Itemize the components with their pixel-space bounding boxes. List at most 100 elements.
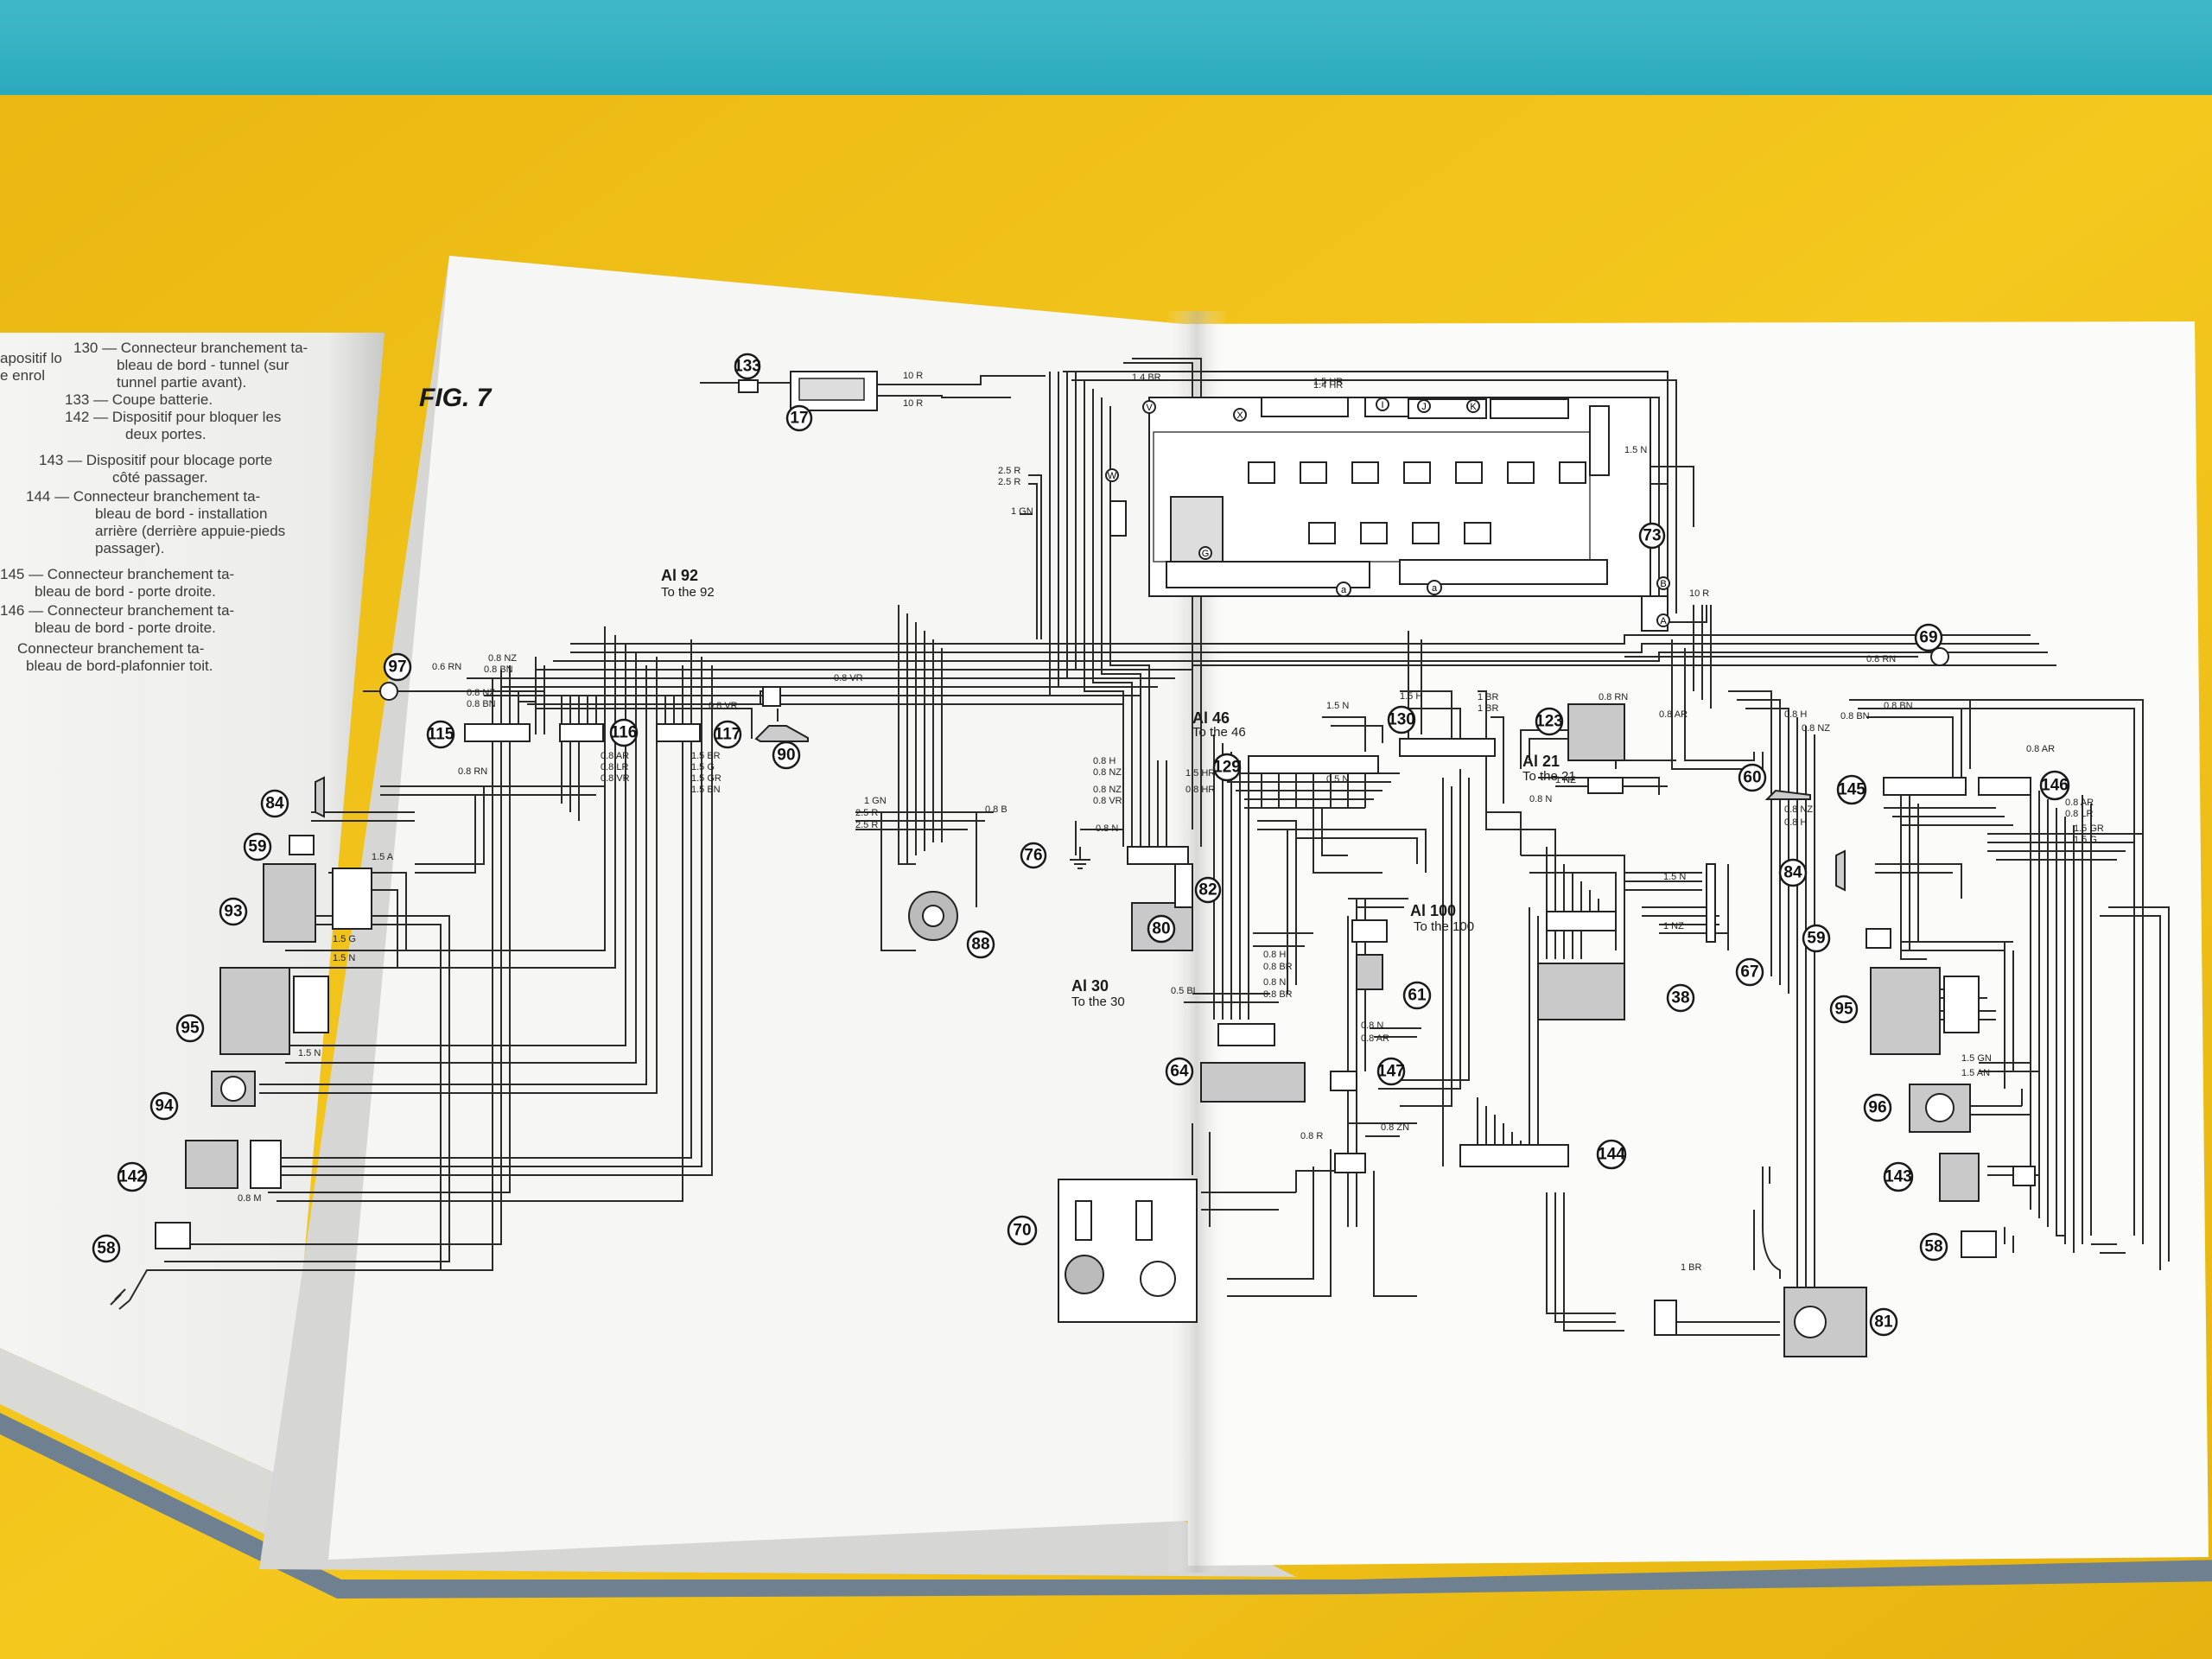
node: 61 [1402, 981, 1432, 1010]
wire [1624, 872, 1728, 934]
letter-v: V [1146, 403, 1153, 413]
ref-sub: To the 100 [1414, 919, 1474, 934]
component-84-right [1835, 849, 1846, 892]
node: 81 [1869, 1307, 1898, 1337]
wire-label: 0.8 RN [1866, 654, 1896, 664]
legend-line: Connecteur branchement ta- [17, 640, 204, 657]
wire-label: 0.8 N [1529, 794, 1552, 804]
legend-line: 133 — Coupe batterie. [65, 391, 213, 408]
node: 96 [1863, 1093, 1892, 1122]
wire [1348, 1122, 1417, 1137]
component-97 [379, 682, 398, 701]
wire [1395, 769, 1470, 1090]
component-82 [1174, 863, 1193, 908]
wire-label: 2.5 R [998, 477, 1020, 487]
wire-label: 0.8 N [1361, 1020, 1383, 1031]
wire [1253, 932, 1313, 947]
svg-text:133: 133 [734, 358, 761, 376]
connector-95-left [293, 976, 329, 1033]
node: 58 [1919, 1232, 1948, 1262]
letter-a: a [1341, 585, 1347, 595]
node: 70 [1007, 1215, 1038, 1246]
wire-label: 1.5 GN [1961, 1053, 1992, 1064]
wire-label: 1.5 AN [1961, 1068, 1990, 1078]
legend-line: bleau de bord - tunnel (sur [117, 357, 289, 373]
legend-line: passager). [95, 540, 164, 556]
wire-label: 1.5 HR [1185, 768, 1215, 779]
connector-143 [2012, 1166, 2036, 1186]
wire [1546, 1192, 1624, 1332]
wire-label: 0.8 AR [2026, 744, 2055, 754]
letter-b: B [1660, 579, 1666, 589]
legend-line: apositif lo [0, 350, 62, 366]
wire [664, 696, 692, 730]
svg-text:147: 147 [1377, 1063, 1405, 1081]
svg-text:93: 93 [224, 903, 242, 921]
letter-k: K [1470, 402, 1477, 412]
legend-line: côté passager. [112, 469, 208, 486]
wire [1227, 1149, 1332, 1297]
node: 58 [92, 1234, 121, 1263]
svg-text:81: 81 [1874, 1313, 1893, 1332]
node: 95 [175, 1014, 205, 1043]
wire-label: 10 R [903, 398, 923, 409]
node: 84 [1778, 858, 1808, 887]
wire [1075, 821, 1123, 855]
letter-g: G [1202, 549, 1210, 559]
wire-label: 1.5 N [298, 1048, 321, 1058]
wire-label: 0.8 NZ [1093, 767, 1122, 778]
connector-147b [1334, 1153, 1366, 1173]
wire-label: 0.8 AR [1659, 709, 1688, 720]
wire-label: 1.5 H [1400, 691, 1422, 702]
node: 142 [117, 1161, 148, 1192]
component-58-right [1961, 1230, 1997, 1258]
wire-label: 0.8 H [1263, 950, 1286, 960]
connector-129 [1248, 755, 1379, 774]
wire-label: 1 BR [1478, 692, 1499, 702]
legend-line: 130 — Connecteur branchement ta- [73, 340, 308, 356]
node: 94 [149, 1091, 179, 1121]
connector-strip-a2 [1399, 559, 1608, 585]
wire [251, 657, 702, 1167]
wire-label: 1.5 N [1326, 701, 1349, 711]
wire-label: 10 R [1689, 588, 1709, 599]
connector-80 [1127, 846, 1189, 865]
letter-i: I [1381, 400, 1383, 410]
node: 117 [713, 720, 742, 749]
components [110, 371, 2036, 1357]
motor-81-symbol [1794, 1306, 1827, 1338]
component-64 [1200, 1062, 1306, 1103]
wire [1244, 798, 1374, 809]
component-70-switch-b [1135, 1200, 1153, 1241]
wire [569, 696, 597, 730]
ground-symbol-left [110, 1288, 130, 1310]
ref-sub: To the 46 [1192, 725, 1246, 740]
component-90-horn [754, 725, 809, 742]
wire [285, 644, 626, 1046]
node: 123 [1535, 707, 1564, 736]
connector-k [1490, 398, 1569, 419]
connector-146 [1978, 777, 2031, 796]
wire [1753, 1166, 1770, 1270]
connector-64 [1217, 1023, 1275, 1046]
wire [2082, 795, 2092, 1244]
node: 116 [609, 718, 639, 747]
wire [1901, 941, 2013, 951]
wire [2091, 1243, 2126, 1254]
ref-sub: To the 30 [1071, 995, 1125, 1009]
node: 59 [243, 832, 272, 861]
node: 69 [1914, 623, 1943, 652]
component-17-fuses [798, 378, 865, 401]
wire [1671, 639, 1764, 770]
wire-label: 0.8 VR [834, 673, 863, 683]
svg-text:73: 73 [1643, 527, 1661, 545]
component-133 [738, 379, 759, 393]
component-73-module [1170, 496, 1224, 571]
wire [2056, 808, 2075, 1253]
wire [570, 643, 2039, 653]
letter-a: A [1660, 616, 1667, 626]
ref-sub: To the 21 [1522, 769, 1576, 784]
svg-text:69: 69 [1919, 629, 1937, 647]
component-95-left [219, 967, 290, 1055]
right-page-outer [1184, 321, 2209, 1566]
